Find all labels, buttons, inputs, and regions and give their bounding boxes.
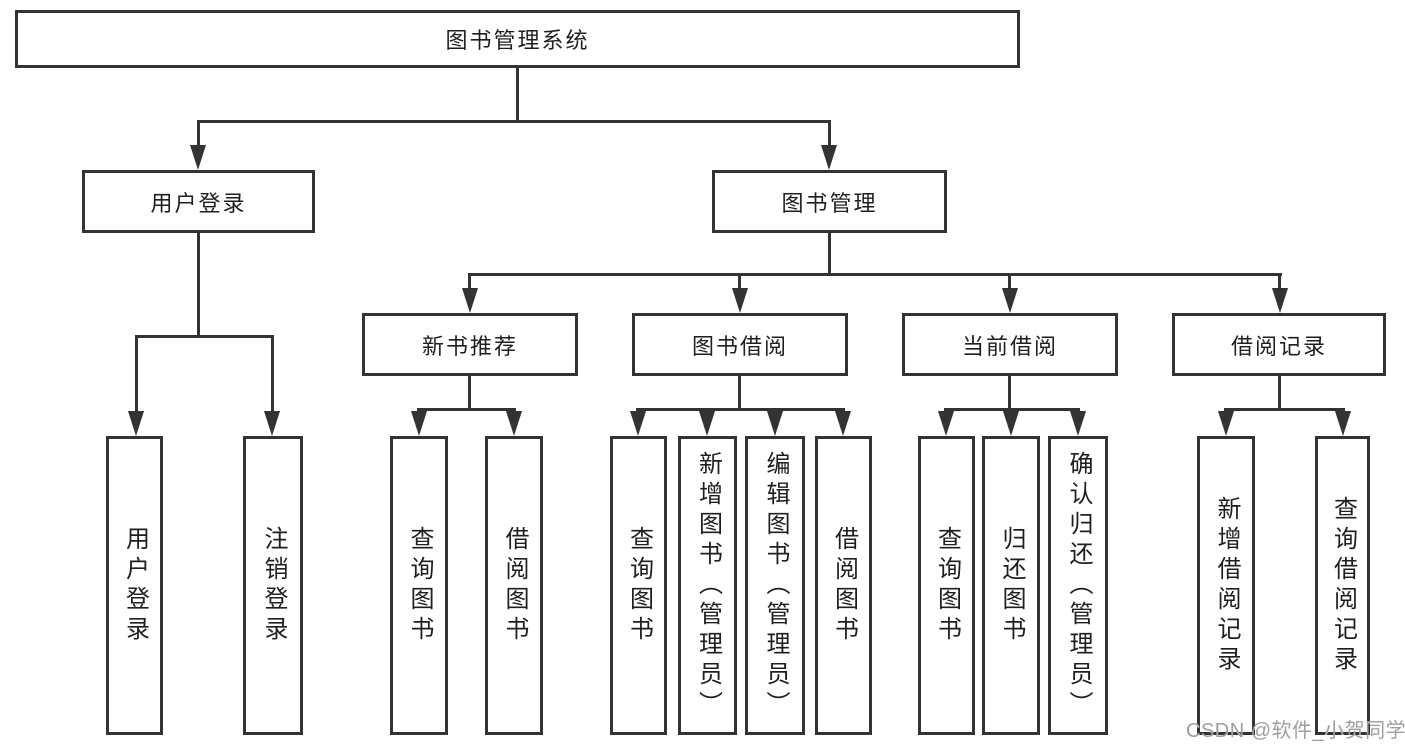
connector-drop [738,273,741,293]
arrowhead [462,288,478,313]
connector-group-stem [1278,376,1281,408]
node-book-borrow-label: 图书借阅 [691,333,788,359]
leaf-query-book-1-label: 查询图书 [406,525,433,646]
leaf-edit-book-admin: 编辑图书（管理员） [745,436,805,735]
leaf-confirm-return-admin: 确认归还（管理员） [1048,436,1108,735]
connector-group-bar [944,408,1080,411]
leaf-query-borrow-record: 查询借阅记录 [1315,436,1370,735]
node-book-manage-label: 图书管理 [781,190,878,216]
connector-group-stem [1008,376,1011,408]
leaf-query-borrow-record-label: 查询借阅记录 [1329,495,1357,676]
connector-drop [468,273,471,293]
leaf-borrow-book-2-label: 借阅图书 [830,525,858,646]
connector-root-stem [516,68,519,120]
leaf-add-book-admin: 新增图书（管理员） [678,436,737,735]
connector-group-stem [738,376,741,408]
arrowhead [128,411,144,436]
arrowhead [411,411,427,436]
leaf-query-book-3: 查询图书 [918,436,975,735]
csdn-watermark: CSDN @软件_小贺同学 [1186,720,1405,742]
arrowhead [821,145,837,170]
connector-group-bar [1224,408,1345,411]
node-root-label: 图书管理系统 [445,28,590,53]
arrowhead [767,411,783,436]
arrowhead [1335,411,1351,436]
connector-drop [1278,273,1281,293]
leaf-return-book: 归还图书 [982,436,1040,735]
leaf-logout: 注销登录 [243,436,303,735]
node-book-manage: 图书管理 [712,170,947,233]
arrowhead [699,411,715,436]
arrowhead [1272,288,1288,313]
arrowhead [264,411,280,436]
leaf-edit-book-admin-label: 编辑图书（管理员） [762,450,789,721]
node-root: 图书管理系统 [15,10,1020,68]
connector-group-bar [636,408,845,411]
connector-login-bar [135,335,274,338]
connector-manage-bar [468,273,1282,276]
node-book-borrow: 图书借阅 [632,313,848,376]
arrowhead [1218,411,1234,436]
leaf-query-book-2: 查询图书 [610,436,667,735]
leaf-return-book-label: 归还图书 [998,525,1025,646]
connector-login-stem [197,233,200,335]
arrowhead [506,411,522,436]
arrowhead [835,411,851,436]
node-new-book-recommend-label: 新书推荐 [421,333,518,359]
leaf-add-book-admin-label: 新增图书（管理员） [694,450,722,721]
leaf-borrow-book-1: 借阅图书 [485,436,543,735]
arrowhead [1070,411,1086,436]
leaf-confirm-return-admin-label: 确认归还（管理员） [1065,450,1092,721]
arrowhead [190,145,206,170]
arrowhead [1002,288,1018,313]
connector-drop [135,335,138,413]
arrowhead [732,288,748,313]
leaf-add-borrow-record: 新增借阅记录 [1197,436,1255,735]
connector-root-bar [197,120,830,123]
connector-group-bar [417,408,516,411]
leaf-query-book-2-label: 查询图书 [625,525,653,646]
node-current-borrow-label: 当前借阅 [961,333,1058,359]
node-borrow-record-label: 借阅记录 [1230,333,1327,359]
node-new-book-recommend: 新书推荐 [362,313,578,376]
leaf-user-login: 用户登录 [106,436,163,735]
leaf-user-login-label: 用户登录 [121,525,149,646]
connector-manage-stem [828,233,831,273]
connector-drop-manage [828,120,831,148]
leaf-query-book-1: 查询图书 [390,436,448,735]
connector-group-stem [468,376,471,408]
leaf-query-book-3-label: 查询图书 [933,525,961,646]
node-user-login: 用户登录 [82,170,315,233]
leaf-add-borrow-record-label: 新增借阅记录 [1213,495,1240,676]
node-borrow-record: 借阅记录 [1172,313,1386,376]
arrowhead [1003,411,1019,436]
node-current-borrow: 当前借阅 [902,313,1118,376]
leaf-logout-label: 注销登录 [260,525,287,646]
connector-drop-login [197,120,200,148]
arrowhead [938,411,954,436]
leaf-borrow-book-1-label: 借阅图书 [501,525,528,646]
node-user-login-label: 用户登录 [150,190,247,216]
connector-drop [1008,273,1011,293]
connector-drop [271,335,274,413]
leaf-borrow-book-2: 借阅图书 [815,436,872,735]
arrowhead [630,411,646,436]
